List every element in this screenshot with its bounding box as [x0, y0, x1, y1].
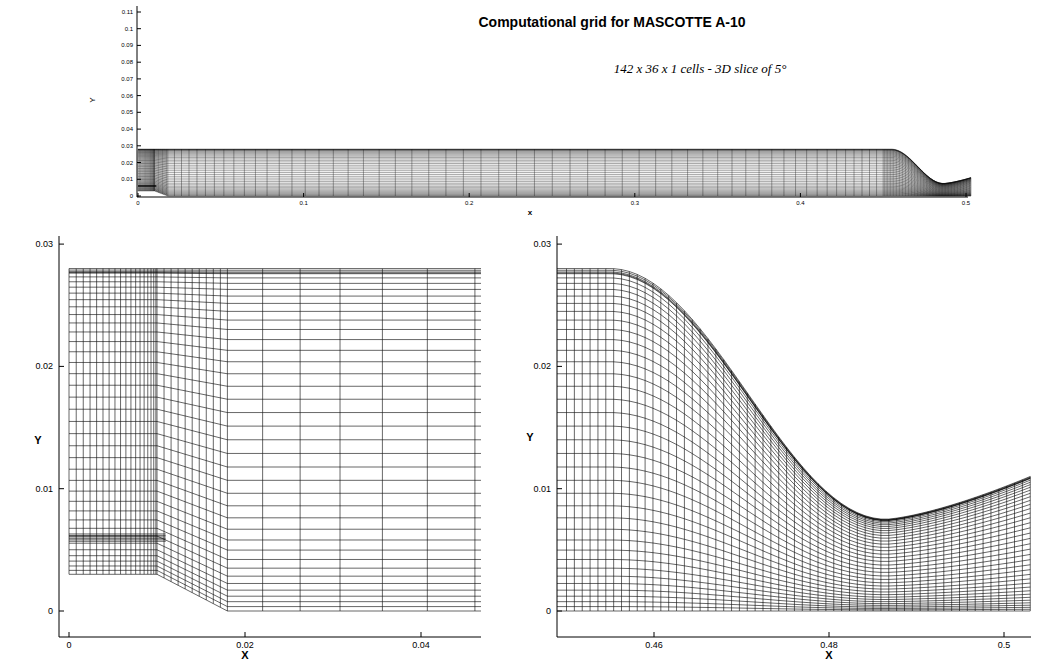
- tick-label: 0.03: [533, 240, 551, 249]
- axis-title: X: [825, 650, 832, 661]
- tick-label: 0.4: [796, 200, 804, 206]
- tick-label: 0.04: [121, 126, 133, 132]
- tick-label: 0.04: [412, 641, 430, 650]
- tick-label: 0: [136, 200, 139, 206]
- tick-label: 0.46: [645, 641, 663, 650]
- tick-label: 0.09: [121, 42, 133, 48]
- nozzle-grid-zoom: [557, 269, 1030, 611]
- tick-label: 0.03: [35, 240, 53, 249]
- tick-label: 0: [48, 607, 53, 616]
- grid-mesh: [69, 269, 481, 611]
- axis-title: Y: [89, 97, 97, 102]
- full-grid: [138, 149, 971, 196]
- tick-label: 0.01: [533, 484, 551, 493]
- tick-label: 0.5: [998, 641, 1011, 650]
- tick-label: 0.3: [631, 200, 639, 206]
- tick-label: 0.02: [236, 641, 254, 650]
- tick-label: 0.05: [121, 109, 133, 115]
- tick-label: 0.5: [962, 200, 970, 206]
- tick-label: 0.1: [299, 200, 307, 206]
- axis-line: [59, 6, 1031, 637]
- tick-label: 0.1: [125, 26, 133, 32]
- tick-label: 0.03: [121, 143, 133, 149]
- tick-label: 0.06: [121, 93, 133, 99]
- injector-grid-zoom: [69, 269, 481, 611]
- grid-mesh: [138, 149, 971, 196]
- axis-title: x: [528, 209, 532, 217]
- tick-label: 0.08: [121, 59, 133, 65]
- tick-label: 0.02: [35, 362, 53, 371]
- tick-label: 0.02: [533, 362, 551, 371]
- tick-label: 0: [546, 607, 551, 616]
- tick-label: 0.2: [465, 200, 473, 206]
- axis-title: Y: [526, 432, 533, 443]
- axis-title: X: [241, 650, 248, 661]
- tick-label: 0.48: [820, 641, 838, 650]
- tick-label: 0.07: [121, 76, 133, 82]
- axis-title: Y: [34, 435, 41, 446]
- tick-label: 0: [66, 641, 71, 650]
- grid-mesh: [557, 269, 1030, 611]
- tick-label: 0.01: [121, 176, 133, 182]
- figure-title: Computational grid for MASCOTTE A-10: [478, 15, 745, 29]
- tick-label: 0.11: [122, 9, 133, 15]
- plot-axes: [59, 6, 1031, 637]
- tick-label: 0.01: [35, 484, 53, 493]
- tick-label: 0: [130, 193, 133, 199]
- tick-label: 0.02: [121, 160, 133, 166]
- subtitle: 142 x 36 x 1 cells - 3D slice of 5°: [614, 62, 787, 75]
